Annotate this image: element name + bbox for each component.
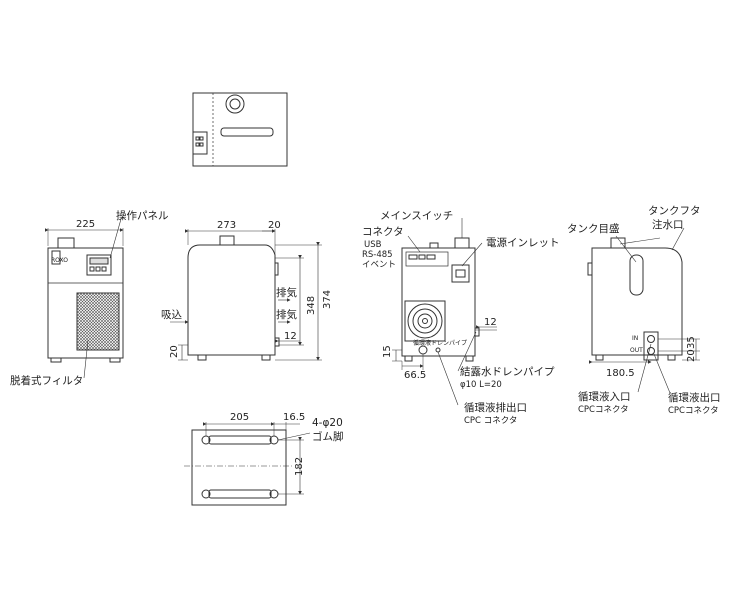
- right-port-block: [643, 331, 659, 361]
- rear-connector-block: [405, 251, 449, 267]
- side-body: [187, 244, 276, 356]
- dim-side-body-height: 348: [306, 296, 317, 315]
- dim-bottom-feet-spacing: 205: [230, 412, 249, 423]
- dim-side-total-height: 374: [322, 290, 333, 309]
- label-port-in: IN: [632, 335, 638, 342]
- dim-side-exhaust-offset: 12: [284, 331, 297, 342]
- label-event: イベント: [362, 260, 396, 270]
- front-view: [45, 218, 124, 379]
- label-exhaust-upper: 排気: [276, 286, 297, 299]
- dim-bottom-depth: 182: [294, 457, 305, 476]
- label-circ-outlet2-connector: CPCコネクタ: [668, 406, 719, 416]
- front-body: [47, 247, 124, 359]
- side-fill-cap: [219, 235, 235, 246]
- dim-right-port-spacing: 35: [686, 336, 697, 349]
- label-fill-port: 注水口: [652, 218, 684, 231]
- dim-right-port-height: 20: [686, 349, 697, 362]
- dim-side-top-offset: 20: [268, 220, 281, 231]
- fill-port-inner: [229, 98, 241, 110]
- right-body: [591, 247, 683, 356]
- rear-plate-text: 循環液ドレンパイプ: [413, 339, 467, 347]
- label-rs485: RS-485: [362, 250, 393, 260]
- label-intake: 吸込: [161, 309, 182, 321]
- label-main-switch: メインスイッチ: [380, 210, 453, 222]
- rear-fan-grille: [404, 300, 446, 342]
- label-rubber-feet: ゴム脚: [312, 430, 344, 443]
- label-circ-outlet-port: 循環液排出口: [464, 401, 527, 414]
- rear-fill-cap: [454, 237, 470, 249]
- right-fill-cap: [610, 237, 626, 249]
- dim-rear-pipe-offset: 12: [484, 317, 497, 328]
- label-control-panel: 操作パネル: [116, 209, 169, 222]
- dim-rear-port-offset: 66.5: [404, 370, 426, 381]
- label-usb: USB: [364, 240, 382, 250]
- front-control-panel-box: [86, 254, 112, 276]
- right-tank-window: [629, 254, 644, 296]
- top-view-outline: [192, 92, 288, 167]
- label-power-inlet: 電源インレット: [486, 236, 560, 249]
- bottom-outline: [191, 429, 287, 506]
- label-circ-inlet-connector: CPCコネクタ: [578, 405, 629, 415]
- side-view: [170, 229, 322, 361]
- fill-port-outer: [225, 94, 245, 114]
- dim-front-width: 225: [76, 219, 95, 230]
- rear-view: [392, 218, 497, 406]
- label-condensate-pipe: 結露水ドレンパイプ: [460, 365, 555, 378]
- label-rubber-feet-count: 4-φ20: [312, 417, 343, 429]
- front-fill-cap: [57, 237, 75, 249]
- label-tank-cap: タンクフタ: [648, 205, 701, 217]
- label-exhaust-lower: 排気: [276, 308, 297, 321]
- top-control-block: [192, 131, 208, 155]
- dim-bottom-foot-offset: 16.5: [283, 412, 305, 423]
- label-circ-outlet: 循環液出口: [668, 391, 721, 404]
- label-port-out: OUT: [630, 347, 643, 354]
- dim-side-depth: 273: [217, 220, 236, 231]
- label-circ-inlet: 循環液入口: [578, 390, 631, 403]
- dim-side-foot-height: 20: [169, 345, 180, 358]
- label-circ-outlet-connector: CPC コネクタ: [464, 416, 517, 426]
- top-view: [192, 92, 288, 167]
- label-condensate-pipe-spec: φ10 L=20: [460, 380, 502, 390]
- label-tank-gauge: タンク目盛: [567, 222, 620, 235]
- label-connector: コネクタ: [362, 226, 404, 238]
- dim-rear-foot-height: 15: [382, 345, 393, 358]
- label-detachable-filter: 脱着式フィルタ: [10, 374, 83, 387]
- rear-power-inlet: [451, 264, 470, 283]
- top-handle: [220, 127, 274, 137]
- bottom-view: [184, 422, 311, 506]
- front-brand-plate: [51, 250, 61, 265]
- right-view: [587, 227, 700, 394]
- front-filter-mesh: [76, 292, 120, 351]
- front-brand: ROXO: [51, 257, 68, 264]
- dim-right-port-depth: 180.5: [606, 368, 635, 379]
